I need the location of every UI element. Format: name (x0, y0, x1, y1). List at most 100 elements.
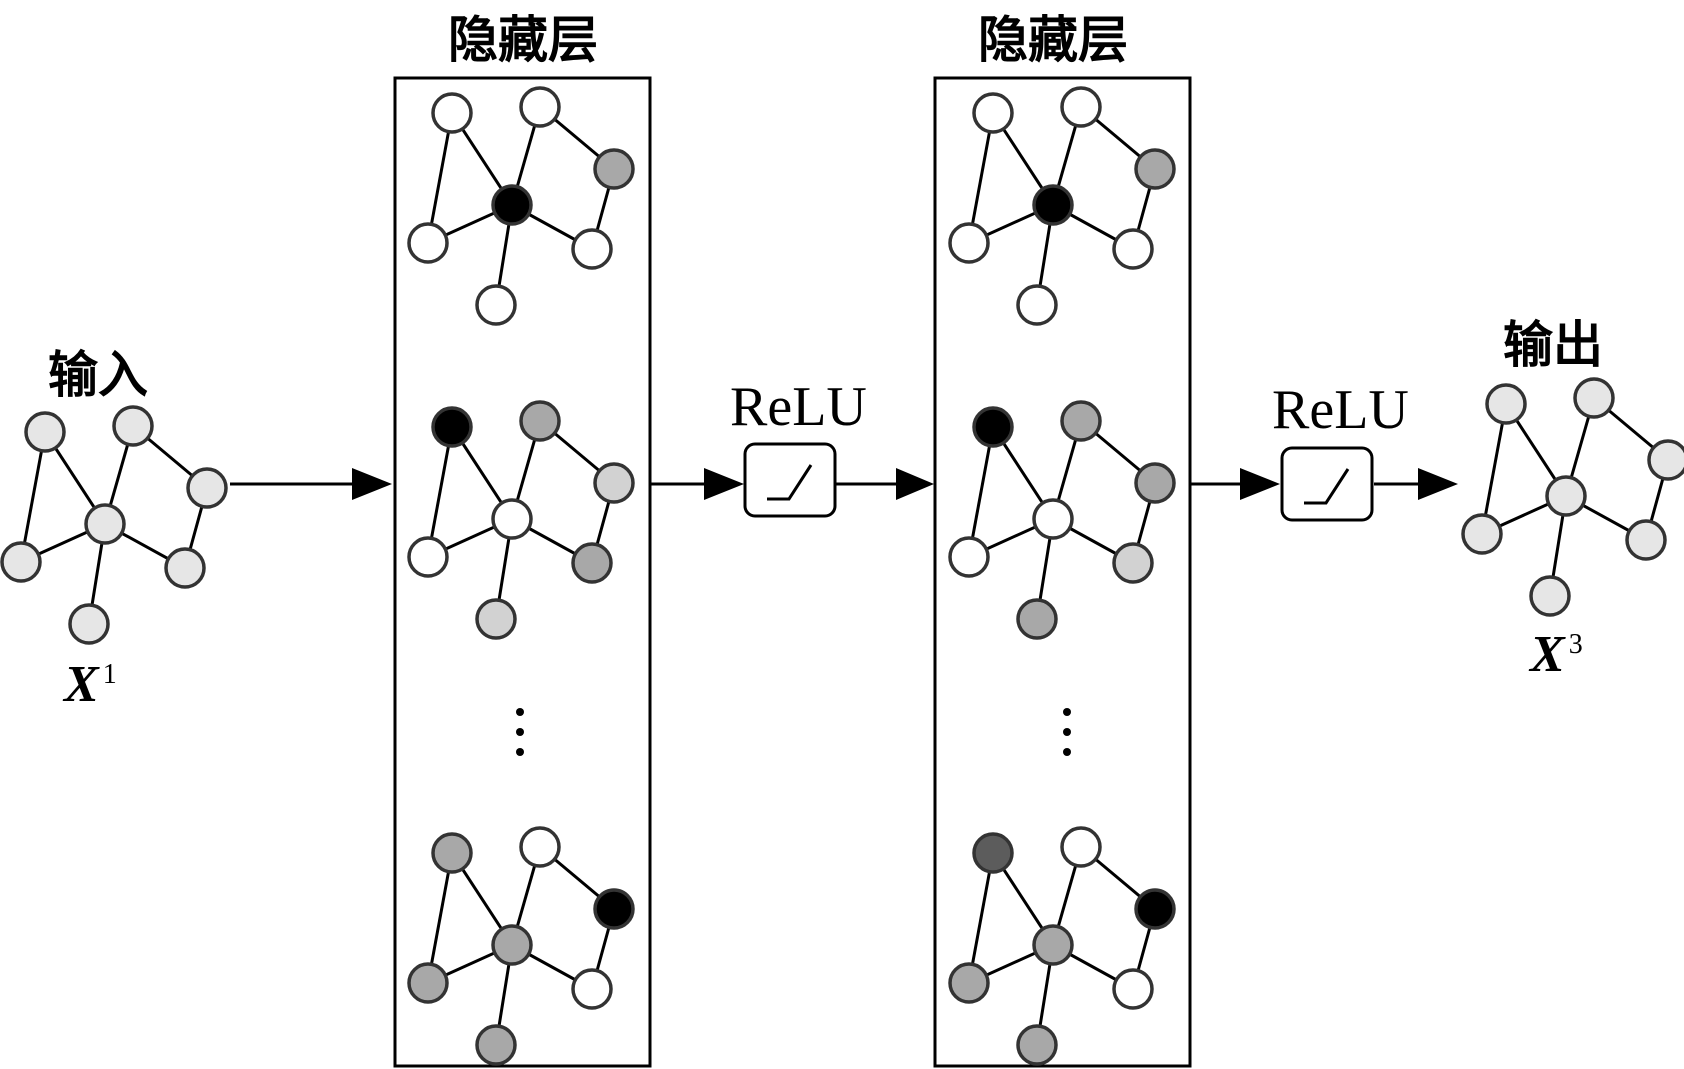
graph-node (1625, 519, 1667, 561)
hidden-layer-1-title: 隐藏层 (448, 11, 598, 69)
graph-node (1112, 228, 1154, 270)
graph-node (475, 1024, 517, 1066)
graph-edge (426, 112, 454, 244)
graph-node (972, 92, 1014, 134)
hidden1-graph-3 (407, 826, 635, 1066)
graph-node (186, 467, 228, 509)
ellipsis-hidden1 (516, 708, 524, 756)
graph-node (24, 411, 66, 453)
graph-edge (1480, 403, 1508, 535)
hidden-layer-2-box (933, 76, 1192, 1068)
graph-node (491, 184, 533, 226)
graph-node (407, 222, 449, 264)
graph-node (1134, 888, 1176, 930)
relu-box-2 (1280, 446, 1374, 522)
flow-arrows (230, 468, 1458, 500)
graph-edge (967, 426, 995, 558)
input-graph (0, 405, 228, 645)
graph-node (593, 462, 635, 504)
relu-box-1 (743, 442, 837, 518)
hidden2-graph-2 (948, 400, 1176, 640)
graph-node (972, 832, 1014, 874)
graph-node (407, 536, 449, 578)
hidden-layer-1-box (393, 76, 652, 1068)
graph-node (948, 962, 990, 1004)
graph-node (519, 400, 561, 442)
graph-node (571, 542, 613, 584)
graph-node (1060, 86, 1102, 128)
input-matrix-base: X (64, 656, 99, 713)
output-matrix-base: X (1530, 626, 1565, 683)
graph-node (972, 406, 1014, 448)
arrowhead-hidden1-to-relu1 (704, 468, 744, 500)
relu-label-2: ReLU (1272, 379, 1409, 441)
graph-node (519, 86, 561, 128)
graph-node (1545, 475, 1587, 517)
graph-edge (426, 852, 454, 984)
graph-node (1060, 400, 1102, 442)
relu-curve-icon (1304, 468, 1350, 505)
graph-node (1032, 184, 1074, 226)
input-title: 输入 (48, 346, 148, 404)
hidden1-graph-1 (407, 86, 635, 326)
graph-node (164, 547, 206, 589)
arrowhead-relu2-to-output (1418, 468, 1458, 500)
graph-node (1647, 439, 1684, 481)
graph-node (1485, 383, 1527, 425)
graph-node (68, 603, 110, 645)
graph-node (1032, 498, 1074, 540)
graph-node (431, 406, 473, 448)
graph-node (593, 888, 635, 930)
graph-node (475, 284, 517, 326)
graph-node (1461, 513, 1503, 555)
graph-node (112, 405, 154, 447)
graphs-layer (0, 86, 1684, 1066)
arrowhead-hidden2-to-relu2 (1240, 468, 1280, 500)
graph-edge (967, 112, 995, 244)
graph-node (1529, 575, 1571, 617)
ellipsis-hidden2 (1063, 708, 1071, 756)
graph-node (431, 92, 473, 134)
hidden2-graph-1 (948, 86, 1176, 326)
graph-node (1016, 1024, 1058, 1066)
arrowhead-relu1-to-hidden2 (896, 468, 934, 500)
graph-node (1016, 598, 1058, 640)
input-matrix-sup: 1 (102, 658, 117, 690)
graph-node (1112, 542, 1154, 584)
graph-node (593, 148, 635, 190)
graph-node (1016, 284, 1058, 326)
graph-edge (967, 852, 995, 984)
graph-node (948, 536, 990, 578)
graph-node (1060, 826, 1102, 868)
graph-node (491, 924, 533, 966)
graph-edge (426, 426, 454, 558)
arrowhead-input-to-hidden1 (352, 468, 392, 500)
graph-node (1112, 968, 1154, 1010)
output-graph (1461, 377, 1684, 617)
graph-node (431, 832, 473, 874)
output-matrix-sup: 3 (1568, 628, 1583, 660)
hidden1-graph-2 (407, 400, 635, 640)
graph-node (1573, 377, 1615, 419)
relu-curve-icon (767, 464, 813, 501)
graph-node (84, 503, 126, 545)
relu-label-1: ReLU (730, 376, 867, 438)
graph-node (1134, 148, 1176, 190)
graph-edge (19, 431, 47, 563)
hidden-layer-2-title: 隐藏层 (978, 11, 1128, 69)
graph-node (475, 598, 517, 640)
graph-node (491, 498, 533, 540)
graph-node (1134, 462, 1176, 504)
graph-node (407, 962, 449, 1004)
hidden2-graph-3 (948, 826, 1176, 1066)
graph-node (571, 968, 613, 1010)
graph-node (519, 826, 561, 868)
output-title: 输出 (1503, 316, 1603, 374)
graph-node (571, 228, 613, 270)
graph-node (1032, 924, 1074, 966)
graph-node (948, 222, 990, 264)
graph-node (0, 541, 42, 583)
